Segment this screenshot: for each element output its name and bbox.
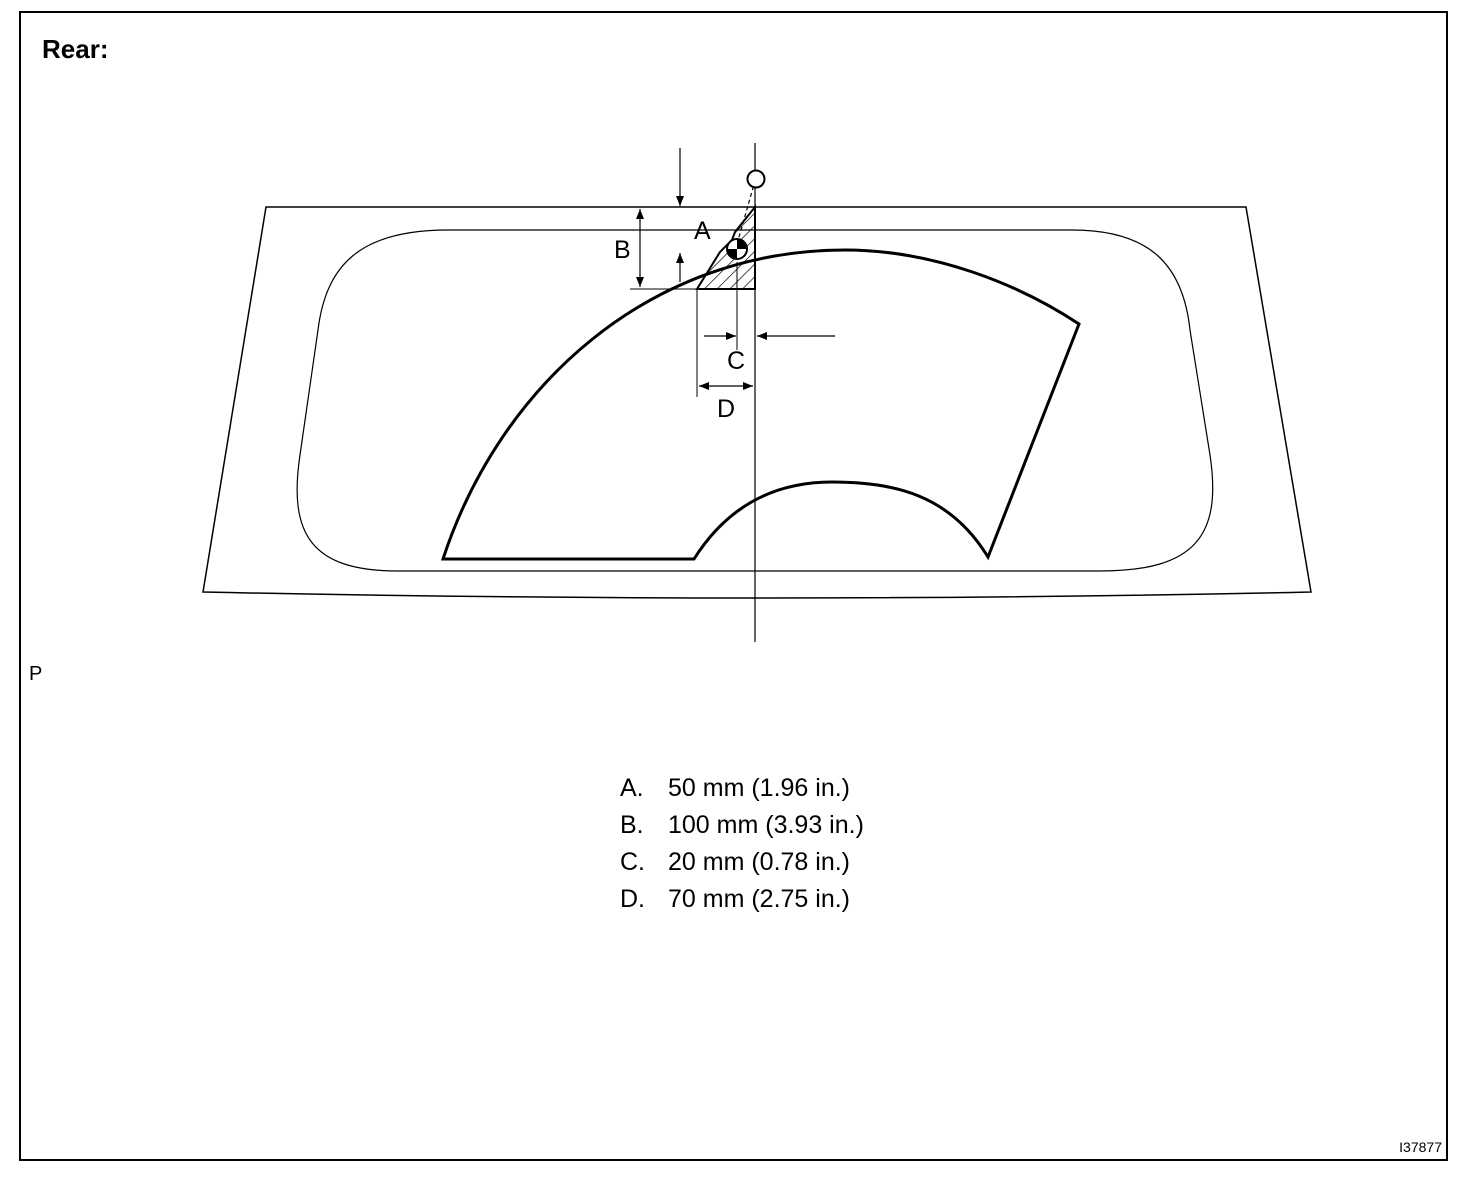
dimension-d-label: D	[717, 395, 735, 423]
legend-item-a: A. 50 mm (1.96 in.)	[620, 770, 864, 807]
target-zone-hatched	[695, 204, 756, 290]
side-marker: P	[29, 663, 43, 685]
legend-item-d: D. 70 mm (2.75 in.)	[620, 881, 864, 918]
dimension-a-label: A	[694, 217, 711, 245]
target-marker-icon	[726, 238, 748, 260]
reference-circle-icon	[746, 169, 766, 189]
dimension-b-label: B	[614, 236, 631, 264]
glass-inner-border	[296, 229, 1214, 572]
leader-line	[736, 187, 754, 245]
legend-key: C.	[620, 848, 645, 876]
figure-id: I37877	[1399, 1139, 1442, 1155]
wiper-sweep-area	[440, 248, 1081, 561]
dimension-legend: A. 50 mm (1.96 in.) B. 100 mm (3.93 in.)…	[620, 770, 864, 918]
legend-value: 100 mm (3.93 in.)	[668, 811, 864, 839]
legend-item-c: C. 20 mm (0.78 in.)	[620, 844, 864, 881]
legend-value: 20 mm (0.78 in.)	[668, 848, 851, 876]
legend-key: D.	[620, 885, 645, 913]
dimension-c-label: C	[727, 347, 745, 375]
rear-glass-outline	[202, 206, 1312, 599]
legend-key: B.	[620, 811, 644, 839]
legend-value: 50 mm (1.96 in.)	[668, 774, 851, 802]
legend-value: 70 mm (2.75 in.)	[668, 885, 851, 913]
section-title: Rear:	[42, 34, 109, 64]
legend-key: A.	[620, 774, 644, 802]
figure-frame	[19, 11, 1448, 1161]
legend-item-b: B. 100 mm (3.93 in.)	[620, 807, 864, 844]
